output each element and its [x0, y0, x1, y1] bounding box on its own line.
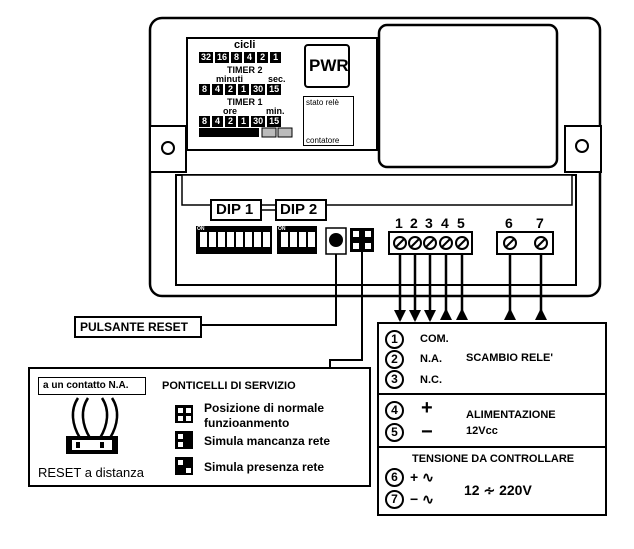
terminal-number: 1: [395, 215, 403, 231]
timer1-row: 8 4 2 1 30 15: [199, 116, 282, 127]
relay-nc: N.C.: [420, 374, 442, 386]
terminal-number: 4: [441, 215, 449, 231]
legend-number: 1: [385, 330, 404, 349]
pwr-box: [304, 44, 350, 88]
screws-b: [503, 236, 548, 250]
timer2-title: TIMER 2: [227, 65, 263, 75]
control-title: TENSIONE DA CONTROLLARE: [412, 453, 575, 465]
timer1-cell: 2: [225, 116, 237, 127]
arrows-down: [394, 310, 436, 322]
screws-a: [393, 236, 469, 250]
dip2-switches: [277, 226, 317, 254]
display-window: [377, 23, 559, 169]
timer1-title: TIMER 1: [227, 97, 263, 107]
jumper-icon-normal: [175, 405, 193, 423]
terminal-number: 3: [425, 215, 433, 231]
cicli-cell: 2: [257, 52, 269, 63]
timer2-sub-left: minuti: [216, 74, 243, 84]
dip1-on-label: ON: [197, 226, 205, 232]
arrows-up: [440, 308, 547, 320]
timer1-sub-right: min.: [266, 106, 285, 116]
reset-wire: [200, 254, 337, 326]
legend-number: 3: [385, 370, 404, 389]
timer2-cell: 1: [238, 84, 250, 95]
timer2-row: 8 4 2 1 30 15: [199, 84, 282, 95]
dip2-label: DIP 2: [280, 201, 318, 218]
terminal-number: 5: [457, 215, 465, 231]
timer2-cell: 2: [225, 84, 237, 95]
dip1-box: [210, 199, 262, 221]
legend-number: 7: [385, 490, 404, 509]
jumper-icon-mains: [175, 457, 193, 475]
pwr-label: PWR: [309, 56, 349, 75]
dip1-switches: [196, 226, 272, 254]
timer2-cell: 15: [267, 84, 282, 95]
reset-distance-label: RESET a distanza: [38, 465, 144, 480]
cicli-cell: 16: [215, 52, 230, 63]
service-jumper-block: [350, 228, 374, 252]
pulsante-reset-box: [74, 316, 202, 338]
service-item-mains: Simula presenza rete: [204, 460, 325, 474]
timer1-cell: 15: [267, 116, 282, 127]
service-item-no-mains: Simula mancanza rete: [204, 434, 331, 448]
power-minus: −: [421, 421, 433, 443]
contact-label: a un contatto N.A.: [43, 380, 129, 391]
power-voltage: 12Vcc: [466, 425, 498, 437]
legend-number: 4: [385, 401, 404, 420]
contact-label-box: [38, 377, 146, 395]
timer2-cell: 8: [199, 84, 211, 95]
dip1-label: DIP 1: [216, 201, 254, 218]
panel-bar: [199, 127, 293, 138]
legend-number: 6: [385, 468, 404, 487]
legend-box: [377, 322, 607, 516]
reset-button: [329, 233, 343, 247]
cicli-cell: 32: [199, 52, 214, 63]
dip2-box: [275, 199, 327, 221]
jumper-icon-no-mains: [175, 431, 193, 449]
pulsante-reset-label: PULSANTE RESET: [80, 320, 189, 334]
timer1-cell: 30: [251, 116, 266, 127]
power-title: ALIMENTAZIONE: [466, 409, 556, 421]
relay-com: COM.: [420, 333, 449, 345]
relay-title: SCAMBIO RELE': [466, 352, 553, 364]
timer1-sub-left: ore: [223, 106, 238, 116]
dip2-on-label: ON: [278, 226, 286, 232]
mount-hole-right: [575, 139, 589, 153]
control-plus-ac: + ∿: [410, 469, 434, 485]
stato-rele-label: stato relè: [306, 98, 339, 107]
timer2-sub-right: sec.: [268, 74, 286, 84]
timer1-cell: 8: [199, 116, 211, 127]
cicli-row: 32 16 8 4 2 1: [199, 52, 282, 63]
remote-reset-connector: [66, 397, 119, 454]
cicli-cell: 8: [231, 52, 243, 63]
cicli-cell: 4: [244, 52, 256, 63]
legend-number: 2: [385, 350, 404, 369]
relay-state-box: [303, 96, 354, 146]
cicli-title: cicli: [234, 39, 256, 51]
terminal-number: 6: [505, 215, 513, 231]
timer2-cell: 30: [251, 84, 266, 95]
power-plus: +: [421, 397, 433, 419]
mount-hole-left: [161, 141, 175, 155]
legend-number: 5: [385, 423, 404, 442]
service-wire: [329, 252, 363, 368]
terminal-number: 2: [410, 215, 418, 231]
timer1-cell: 4: [212, 116, 224, 127]
control-minus-ac: − ∿: [410, 491, 434, 507]
timer1-cell: 1: [238, 116, 250, 127]
timer2-cell: 4: [212, 84, 224, 95]
service-title: PONTICELLI DI SERVIZIO: [162, 380, 296, 392]
relay-na: N.A.: [420, 353, 442, 365]
contatore-label: contatore: [306, 136, 340, 145]
terminal-number: 7: [536, 215, 544, 231]
control-range: 12 ∻ 220V: [464, 482, 532, 498]
cicli-cell: 1: [270, 52, 282, 63]
service-item-normal: Posizione di normale funzioanmento: [204, 401, 325, 430]
